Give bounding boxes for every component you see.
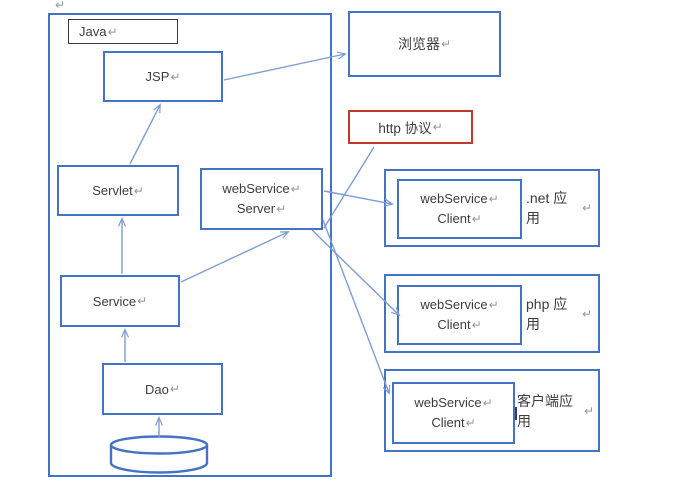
net-app-box[interactable]: webService↵ Client↵ .net 应用↵ bbox=[384, 169, 600, 247]
php-webservice-client-box[interactable]: webService↵ Client↵ bbox=[397, 285, 522, 345]
java-label-box[interactable]: Java↵ bbox=[68, 19, 178, 44]
return-mark: ↵ bbox=[465, 416, 476, 430]
return-mark: ↵ bbox=[133, 183, 144, 198]
java-label: Java bbox=[79, 24, 107, 39]
client-label-line2: Client bbox=[431, 415, 465, 430]
paragraph-mark: ↵ bbox=[55, 0, 66, 12]
browser-box[interactable]: 浏览器↵ bbox=[348, 11, 501, 77]
jsp-box[interactable]: JSP↵ bbox=[103, 51, 223, 102]
return-mark: ↵ bbox=[440, 37, 452, 51]
return-mark: ↵ bbox=[482, 395, 493, 410]
service-label: Service bbox=[92, 293, 137, 309]
net-app-label: .net 应用↵ bbox=[526, 190, 592, 226]
return-mark: ↵ bbox=[276, 202, 287, 216]
return-mark: ↵ bbox=[583, 403, 594, 418]
edge-ws_server-to-net_client bbox=[323, 190, 392, 204]
php-app-label: php 应用↵ bbox=[526, 295, 592, 332]
return-mark: ↵ bbox=[432, 120, 443, 134]
servlet-box[interactable]: Servlet↵ bbox=[57, 165, 179, 216]
return-mark: ↵ bbox=[488, 297, 499, 312]
http-protocol-box[interactable]: http 协议↵ bbox=[348, 110, 473, 144]
return-mark: ↵ bbox=[290, 181, 301, 196]
php-app-box[interactable]: webService↵ Client↵ php 应用↵ bbox=[384, 274, 600, 353]
client-label-line1: webService bbox=[420, 296, 488, 312]
client-label-line2: Client bbox=[437, 317, 471, 332]
return-mark: ↵ bbox=[137, 294, 148, 308]
webservice-server-label-line1: webService bbox=[222, 180, 290, 196]
client-label-line1: webService bbox=[414, 394, 482, 410]
return-mark: ↵ bbox=[471, 318, 482, 332]
return-mark: ↵ bbox=[170, 69, 181, 84]
return-mark: ↵ bbox=[488, 191, 499, 206]
client-label-line2: Client bbox=[437, 211, 471, 226]
dao-box[interactable]: Dao↵ bbox=[102, 363, 223, 415]
return-mark: ↵ bbox=[471, 212, 482, 226]
webservice-server-label-line2: Server bbox=[236, 201, 276, 216]
servlet-label: Servlet bbox=[92, 183, 133, 198]
partial-hidden-character bbox=[515, 407, 517, 420]
service-box[interactable]: Service↵ bbox=[60, 275, 180, 327]
edge-ws_server-to-client_app_client bbox=[322, 219, 389, 393]
webservice-server-box[interactable]: webService↵ Server↵ bbox=[200, 168, 323, 230]
return-mark: ↵ bbox=[107, 24, 118, 39]
return-mark: ↵ bbox=[581, 306, 592, 321]
http-protocol-label: http 协议 bbox=[378, 121, 432, 136]
jsp-label: JSP bbox=[145, 69, 170, 84]
return-mark: ↵ bbox=[581, 201, 592, 215]
clientapp-webservice-client-box[interactable]: webService↵ Client↵ bbox=[392, 382, 515, 444]
client-app-label: 客户端应用↵ bbox=[517, 392, 594, 429]
dao-label: Dao bbox=[145, 381, 169, 397]
browser-label: 浏览器 bbox=[397, 36, 440, 52]
client-app-box[interactable]: webService↵ Client↵ 客户端应用↵ bbox=[384, 369, 600, 452]
client-label-line1: webService bbox=[420, 190, 488, 206]
return-mark: ↵ bbox=[169, 382, 180, 396]
net-webservice-client-box[interactable]: webService↵ Client↵ bbox=[397, 179, 522, 239]
